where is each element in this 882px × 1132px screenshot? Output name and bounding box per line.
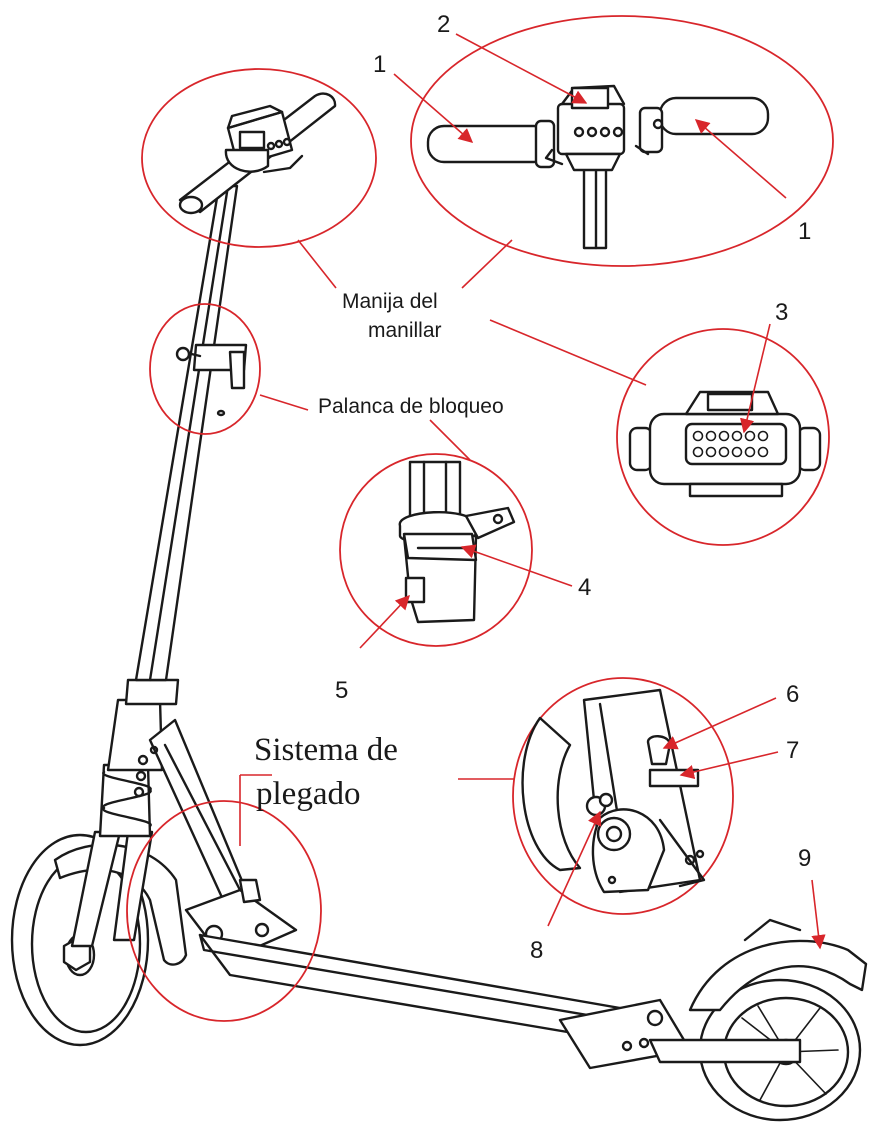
detail-display	[628, 390, 822, 498]
main-handlebar	[178, 92, 337, 215]
arrow-7	[679, 751, 779, 780]
arrow-2	[455, 33, 588, 104]
number-1-right: 1	[798, 218, 811, 245]
detail-lock-lever	[398, 460, 516, 624]
detail-folding	[521, 688, 706, 894]
number-3: 3	[775, 299, 788, 326]
deck	[198, 933, 692, 1070]
arrow-6	[662, 697, 777, 750]
stem-clamp-circle	[149, 303, 261, 435]
handlebar-left-circle	[141, 68, 377, 248]
label-handlebar-line1: Manija del	[342, 290, 438, 313]
stem	[106, 184, 248, 772]
label-folding-line2: plegado	[256, 776, 360, 812]
left-grip[interactable]	[426, 124, 552, 164]
arrow-8	[547, 810, 602, 927]
number-4: 4	[578, 574, 591, 601]
scooter-main	[10, 92, 868, 1122]
number-2: 2	[437, 11, 450, 38]
label-lock-lever: Palanca de bloqueo	[318, 395, 504, 418]
number-9: 9	[798, 845, 811, 872]
callout-arrows	[359, 33, 826, 950]
folding-hinge	[133, 718, 298, 954]
number-1-left: 1	[373, 51, 386, 78]
number-6: 6	[786, 681, 799, 708]
arrow-3	[740, 323, 771, 434]
label-handlebar-line2: manillar	[368, 319, 442, 342]
folding-system-circle	[126, 800, 322, 1022]
handlebar-detail-circle	[410, 15, 834, 267]
lock-hook	[646, 735, 672, 766]
text-labels: Manija del manillar Palanca de bloqueo S…	[254, 290, 504, 812]
lock-lever[interactable]	[464, 506, 516, 540]
lock-clip[interactable]	[404, 576, 426, 604]
folding-detail-circle	[512, 677, 734, 915]
arrow-5	[359, 594, 410, 649]
display-button[interactable]	[612, 126, 624, 138]
arrow-9	[811, 879, 826, 950]
detail-handlebar	[426, 84, 770, 250]
front-fork	[70, 763, 154, 948]
connector-lines	[239, 239, 647, 846]
number-7: 7	[786, 737, 799, 764]
button-panel	[684, 422, 788, 466]
callout-circles	[126, 15, 834, 1022]
number-8: 8	[530, 937, 543, 964]
lock-lever-detail-circle	[339, 453, 533, 647]
arrow-4	[460, 544, 573, 587]
display-button[interactable]	[599, 126, 611, 138]
right-grip[interactable]	[658, 96, 770, 136]
arrow-1-left	[393, 73, 474, 143]
display-detail-circle	[616, 328, 830, 546]
callout-numbers: 1 2 1 3 4 5 6 7 8 9	[335, 11, 811, 964]
number-5: 5	[335, 677, 348, 704]
panel-buttons	[692, 430, 769, 458]
label-folding-line1: Sistema de	[254, 732, 398, 768]
display-button[interactable]	[573, 126, 585, 138]
arrow-1-right	[694, 119, 787, 199]
display-button[interactable]	[586, 126, 598, 138]
rear-wheel	[648, 918, 868, 1122]
